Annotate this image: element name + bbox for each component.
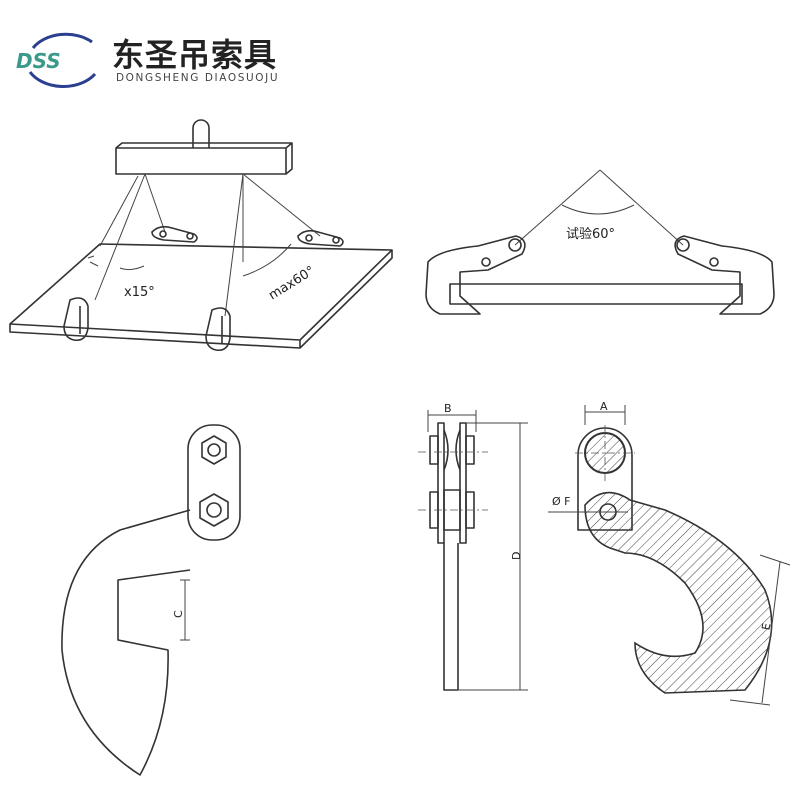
brand-name-chinese: 东圣吊索具 — [112, 36, 278, 74]
dim-a: A — [600, 400, 608, 413]
lifting-eye — [192, 119, 210, 148]
left-clamp — [425, 235, 526, 315]
max-angle-label: max60° — [266, 263, 318, 303]
lifting-plate-view: x15° max60° — [9, 119, 393, 352]
right-clamp — [674, 235, 775, 315]
hook-side-view: B D — [418, 402, 528, 691]
dim-d: D — [510, 552, 523, 560]
dim-f: Ø F — [552, 495, 570, 508]
dim-e: E — [759, 622, 773, 631]
steel-plate — [9, 243, 393, 341]
dim-b: B — [444, 402, 452, 415]
test-angle-view: 试验60° — [425, 169, 775, 315]
dim-c: C — [172, 610, 185, 618]
hook-section-view: A Ø F E — [548, 400, 791, 706]
brand-name-english: DONGSHENG DIAOSUOJU — [116, 72, 280, 84]
plate-clamp — [63, 225, 344, 352]
hook-front-view: C — [61, 424, 241, 776]
test-angle-label: 试验60° — [566, 226, 615, 242]
test-bar — [449, 283, 743, 305]
spreader-beam — [115, 147, 287, 175]
logo-letters: DSS — [16, 49, 61, 73]
brand-logo-mark: DSS — [16, 32, 97, 89]
tilt-angle-label: x15° — [124, 285, 155, 300]
